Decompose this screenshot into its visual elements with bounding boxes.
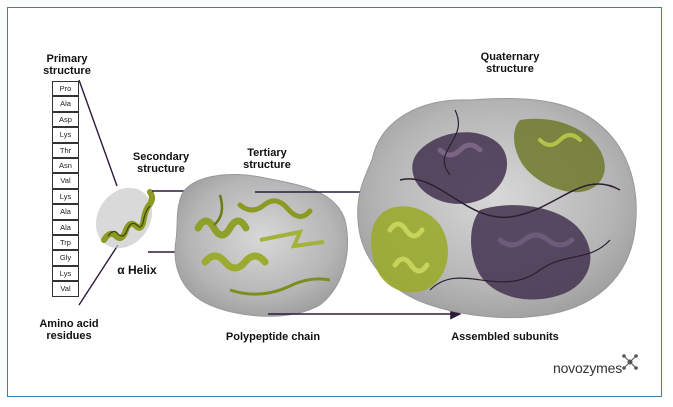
amino-acid-residue: Lys (52, 265, 79, 282)
novozymes-logo-text: novozymes (553, 360, 623, 376)
amino-acid-residue: Thr (52, 142, 79, 158)
primary-top-connector (78, 79, 118, 187)
amino-acid-residue: Lys (52, 127, 79, 143)
amino-acid-residue: Trp (52, 235, 79, 251)
secondary-structure-label: Secondary structure (132, 151, 190, 175)
novozymes-logo-icon (622, 354, 638, 370)
tertiary-structure-label: Tertiary structure (243, 147, 291, 171)
primary-structure-label: Primary structure (43, 53, 91, 77)
amino-acid-residue: Ala (52, 204, 79, 220)
alpha-helix-model (95, 187, 155, 249)
amino-acid-residue: Asn (52, 158, 79, 174)
amino-acid-residue: Val (52, 173, 79, 189)
amino-acid-residues-label: Amino acid residues (39, 318, 99, 342)
alpha-helix-label: α Helix (117, 263, 157, 277)
polypeptide-chain-label: Polypeptide chain (225, 331, 321, 343)
quaternary-structure-model (357, 97, 637, 319)
primary-bottom-connector (78, 244, 119, 306)
assembled-subunits-label: Assembled subunits (451, 331, 559, 343)
amino-acid-residue: Val (52, 281, 79, 298)
amino-acid-residue: Ala (52, 96, 79, 112)
amino-acid-residue: Asp (52, 111, 79, 128)
amino-acid-residue: Pro (52, 81, 79, 97)
amino-acid-residue: Ala (52, 219, 79, 235)
amino-acid-residue: Gly (52, 250, 79, 266)
amino-acid-residue: Lys (52, 188, 79, 205)
quaternary-structure-label: Quaternary structure (480, 51, 540, 75)
tertiary-structure-model (174, 173, 348, 317)
